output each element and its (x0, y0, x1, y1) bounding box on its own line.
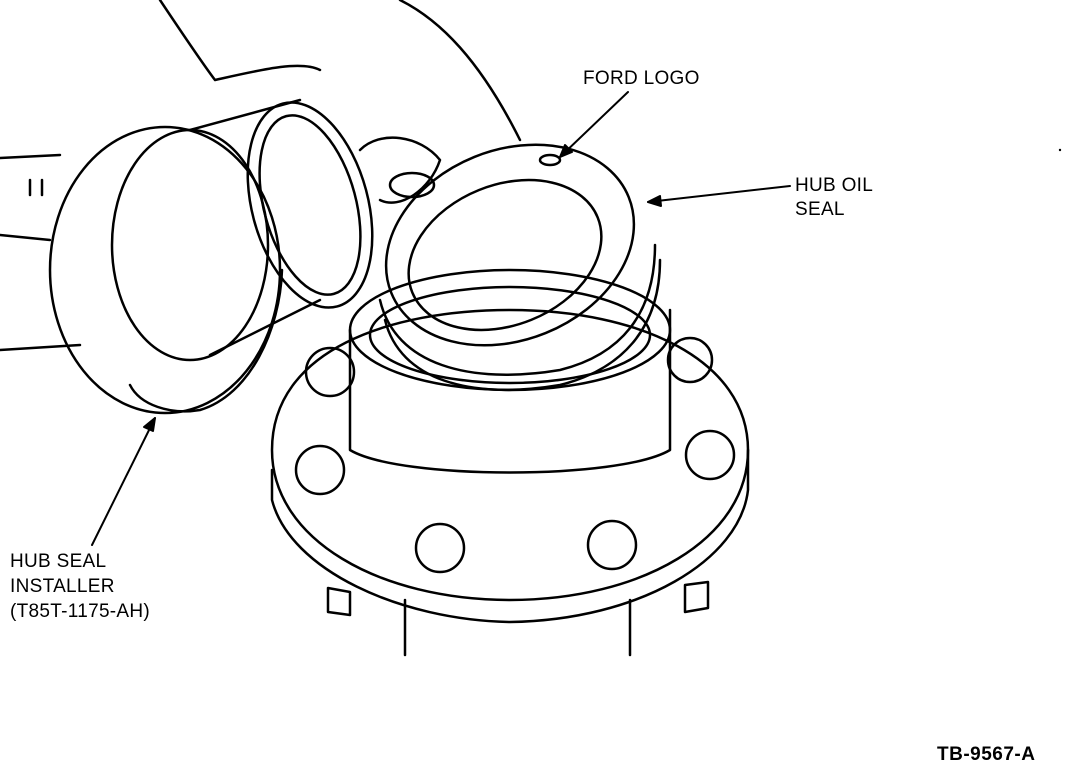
hub-oil-seal-label-line1: HUB OIL (795, 175, 874, 196)
figure-id: TB-9567-A (937, 744, 1036, 765)
hub-seal-installer-tool (48, 98, 374, 415)
wheel-studs (294, 336, 736, 617)
hub-oil-seal-ring (378, 143, 662, 391)
installer-label-line2: INSTALLER (10, 576, 115, 597)
hub-oil-seal-label-line2: SEAL (795, 199, 845, 220)
leader-arrows (91, 91, 791, 546)
installer-label-line3: (T85T-1175-AH) (10, 601, 151, 622)
installer-label-line1: HUB SEAL (10, 551, 107, 572)
hand-drawing (0, 0, 522, 352)
ford-logo-label: FORD LOGO (583, 68, 700, 89)
